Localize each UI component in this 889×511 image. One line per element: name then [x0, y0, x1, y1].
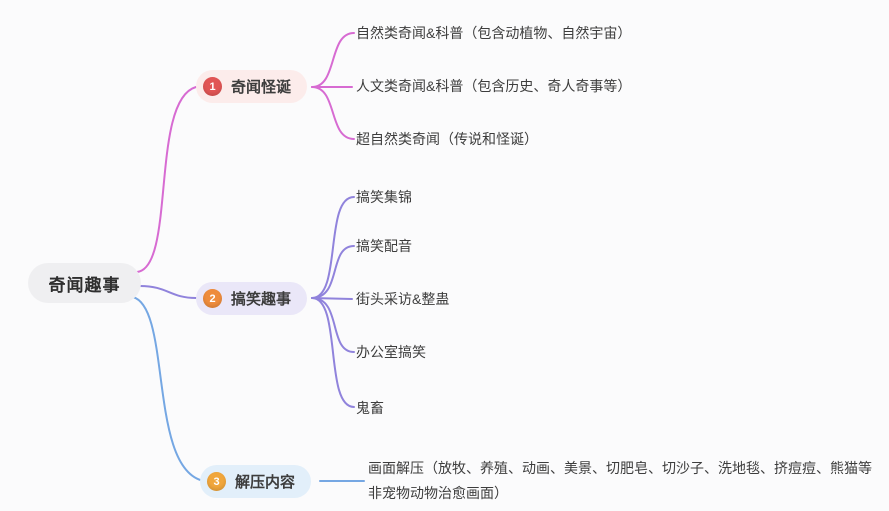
root-label: 奇闻趣事 — [48, 275, 121, 295]
leaf-node[interactable]: 街头采访&整蛊 — [356, 291, 450, 307]
branch-node-2[interactable]: 2 搞笑趣事 — [196, 282, 308, 315]
connector-branch2-leaf2 — [311, 245, 355, 299]
branch-3-number-badge: 3 — [207, 472, 226, 491]
connector-root-branch2 — [139, 285, 197, 299]
branch-3-label: 解压内容 — [235, 474, 296, 491]
branch-2-label: 搞笑趣事 — [231, 291, 292, 308]
leaf-node[interactable]: 画面解压（放牧、养殖、动画、美景、切肥皂、切沙子、洗地毯、挤痘痘、熊猫等非宠物动… — [368, 460, 872, 501]
leaf-node[interactable]: 鬼畜 — [356, 400, 384, 416]
leaf-node[interactable]: 搞笑配音 — [356, 238, 412, 254]
leaf-node[interactable]: 办公室搞笑 — [356, 344, 426, 360]
leaf-node[interactable]: 搞笑集锦 — [356, 189, 412, 205]
connector-branch1-leaf3 — [311, 86, 355, 140]
connector-branch2-leaf4 — [311, 297, 355, 353]
branch-2-number-badge: 2 — [203, 289, 222, 308]
connector-branch2-leaf5 — [311, 297, 355, 408]
leaf-node[interactable]: 超自然类奇闻（传说和怪诞） — [356, 131, 538, 147]
branch-node-3[interactable]: 3 解压内容 — [200, 465, 312, 498]
connector-branch1-leaf1 — [311, 32, 355, 88]
connector-root-branch3 — [132, 296, 205, 482]
leaf-node[interactable]: 自然类奇闻&科普（包含动植物、自然宇宙） — [356, 25, 632, 41]
leaf-node[interactable]: 人文类奇闻&科普（包含历史、奇人奇事等） — [356, 78, 632, 94]
branch-1-number-badge: 1 — [203, 77, 222, 96]
branch-1-label: 奇闻怪诞 — [231, 79, 292, 96]
branch-node-1[interactable]: 1 奇闻怪诞 — [196, 70, 308, 103]
connector-branch2-leaf1 — [311, 196, 355, 299]
root-node[interactable]: 奇闻趣事 — [28, 263, 141, 303]
connector-root-branch1 — [136, 86, 197, 273]
